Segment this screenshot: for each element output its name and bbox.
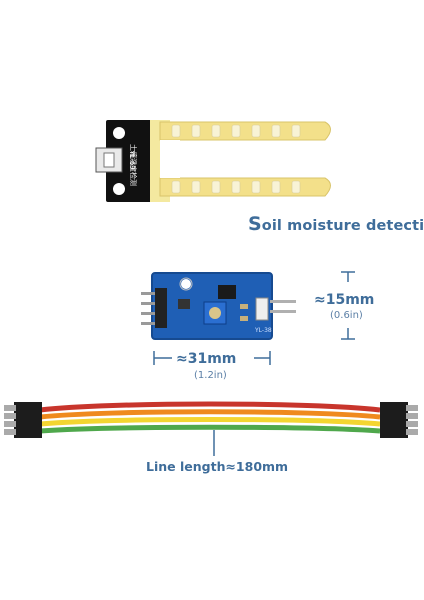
height-dimension-in: (0.6in) xyxy=(330,310,363,321)
module-mount-hole xyxy=(181,279,191,289)
probe-mount-hole xyxy=(113,183,125,195)
cable-wires xyxy=(39,401,381,434)
probe-silk-text: 土壤湿度检测 xyxy=(129,144,137,186)
probe-prong-upper xyxy=(159,121,331,141)
cable-connector-right xyxy=(380,402,418,438)
probe-prong-lower xyxy=(159,177,331,197)
title-first-letter: S xyxy=(248,213,262,235)
width-dimension-in: (1.2in) xyxy=(194,370,227,381)
probe-mount-hole xyxy=(113,127,125,139)
title-rest: oil moisture detection xyxy=(261,218,424,234)
module-chip xyxy=(218,285,236,299)
width-dimension-marker xyxy=(153,351,271,365)
module-header-pins xyxy=(141,288,167,328)
product-title: Soil moisture detection xyxy=(248,213,424,235)
probe-board xyxy=(106,120,156,202)
height-dimension-mm: ≈15mm xyxy=(314,292,375,308)
height-dimension-marker xyxy=(341,271,355,340)
module-silk-label: YL-38 xyxy=(255,327,272,334)
line-length-label: Line length≈180mm xyxy=(146,459,289,474)
width-dimension-mm: ≈31mm xyxy=(176,351,237,367)
cable-connector-left xyxy=(4,402,42,438)
